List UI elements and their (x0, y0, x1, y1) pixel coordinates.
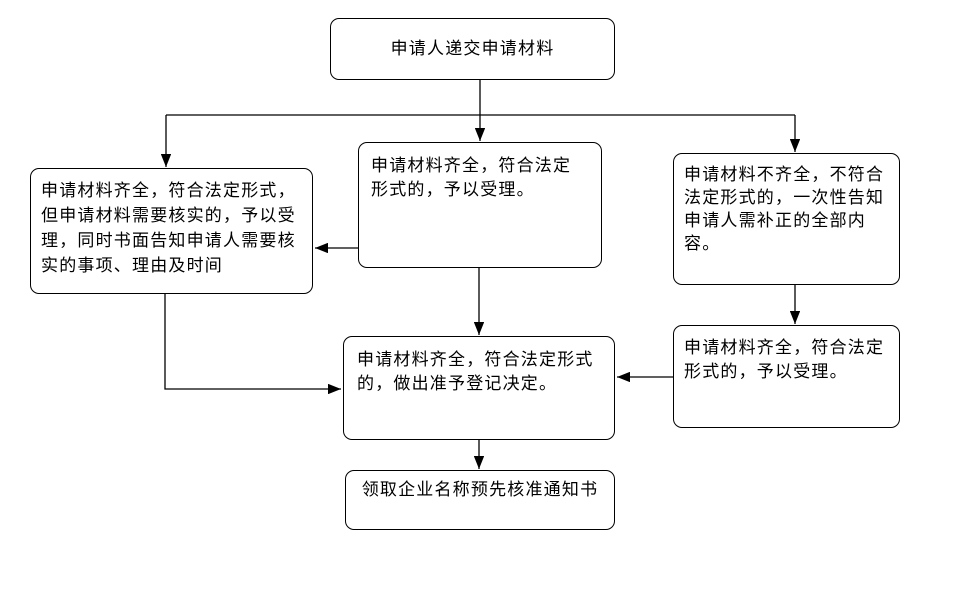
node-incomplete-notify-correction: 申请材料不齐全，不符合法定形式的，一次性告知申请人需补正的全部内容。 (673, 153, 900, 285)
node-verification-required-label: 申请材料齐全，符合法定形式，但申请材料需要核实的，予以受理，同时书面告知申请人需… (41, 181, 296, 276)
node-accept-complete-right: 申请材料齐全，符合法定形式的，予以受理。 (673, 325, 900, 428)
connector-verify-to-decision (164, 294, 341, 395)
node-verification-required: 申请材料齐全，符合法定形式，但申请材料需要核实的，予以受理，同时书面告知申请人需… (30, 168, 313, 294)
node-submit-application-label: 申请人递交申请材料 (390, 39, 555, 59)
node-approve-registration-decision-label: 申请材料齐全，符合法定形式的，做出准予登记决定。 (357, 350, 594, 394)
node-submit-application: 申请人递交申请材料 (330, 18, 615, 80)
node-accept-complete-right-label: 申请材料齐全，符合法定形式的，予以受理。 (684, 338, 885, 382)
node-incomplete-notify-correction-label: 申请材料不齐全，不符合法定形式的，一次性告知申请人需补正的全部内容。 (684, 165, 885, 254)
node-accept-complete-center: 申请材料齐全，符合法定形式的，予以受理。 (358, 142, 602, 268)
node-receive-preapproval-notice: 领取企业名称预先核准通知书 (345, 470, 615, 530)
node-receive-preapproval-notice-label: 领取企业名称预先核准通知书 (361, 480, 599, 500)
node-accept-complete-center-label: 申请材料齐全，符合法定形式的，予以受理。 (371, 156, 572, 200)
node-approve-registration-decision: 申请材料齐全，符合法定形式的，做出准予登记决定。 (343, 336, 615, 440)
